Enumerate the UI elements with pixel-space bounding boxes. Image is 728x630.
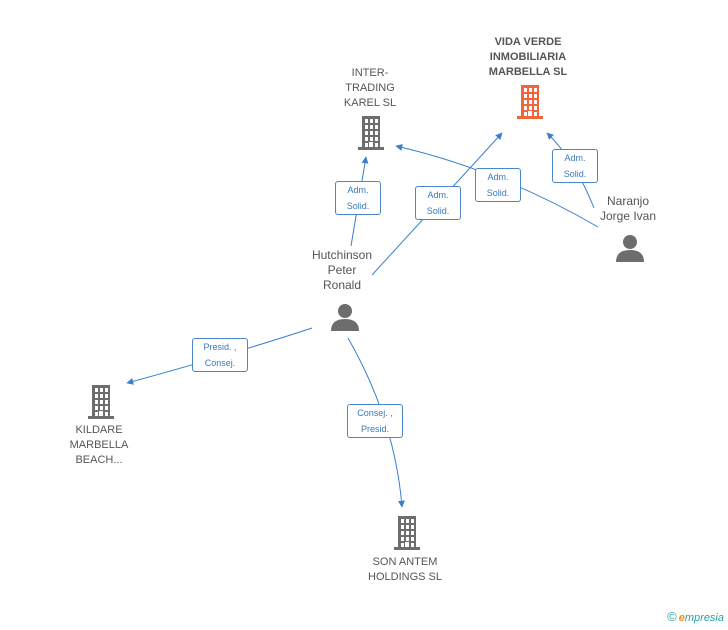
relation-text: Solid. <box>486 188 510 198</box>
company-label[interactable]: KILDARE MARBELLA BEACH... <box>54 423 144 468</box>
copyright-symbol: © <box>667 609 677 624</box>
relation-text: Solid. <box>426 206 450 216</box>
building-icon[interactable] <box>358 116 384 150</box>
label-line: KAREL SL <box>343 97 397 109</box>
relation-badge[interactable]: Adm. Solid. <box>475 168 521 202</box>
label-line: VIDA VERDE <box>494 36 562 48</box>
building-icon[interactable] <box>394 516 420 550</box>
label-line: SON ANTEM <box>372 556 438 568</box>
label-line: Jorge Ivan <box>599 209 657 223</box>
person-icon[interactable] <box>616 235 644 262</box>
relation-badge[interactable]: Adm. Solid. <box>552 149 598 183</box>
relation-text: Adm. <box>347 185 369 195</box>
relation-badge[interactable]: Presid. , Consej. <box>192 338 248 372</box>
label-line: BEACH... <box>75 454 123 466</box>
relation-text: Presid. <box>360 424 389 434</box>
label-line: KILDARE <box>75 424 123 436</box>
building-icon[interactable] <box>517 85 543 119</box>
company-label[interactable]: INTER- TRADING KAREL SL <box>325 66 415 111</box>
relation-text: Adm. <box>564 153 586 163</box>
relation-badge[interactable]: Consej. , Presid. <box>347 404 403 438</box>
empresia-logo: ©empresia <box>667 609 724 624</box>
person-icon[interactable] <box>331 304 359 331</box>
label-line: MARBELLA <box>69 439 129 451</box>
relation-badge[interactable]: Adm. Solid. <box>415 186 461 220</box>
label-line: TRADING <box>345 82 395 94</box>
label-line: Ronald <box>322 278 362 292</box>
relation-text: Adm. <box>427 190 449 200</box>
relation-text: Solid. <box>563 169 587 179</box>
company-label[interactable]: VIDA VERDE INMOBILIARIA MARBELLA SL <box>473 35 583 80</box>
relation-text: Consej. , <box>357 408 393 418</box>
label-line: MARBELLA SL <box>488 66 568 78</box>
label-line: Naranjo <box>606 194 650 208</box>
label-line: Peter <box>327 263 357 277</box>
logo-text: mpresia <box>684 612 724 624</box>
icons-layer <box>88 85 644 550</box>
building-icon[interactable] <box>88 385 114 419</box>
label-line: Hutchinson <box>311 248 373 262</box>
company-label[interactable]: SON ANTEM HOLDINGS SL <box>355 555 455 585</box>
label-line: INMOBILIARIA <box>489 51 567 63</box>
label-line: INTER- <box>351 67 389 79</box>
relation-badge[interactable]: Adm. Solid. <box>335 181 381 215</box>
relation-text: Consej. <box>204 358 236 368</box>
label-line: HOLDINGS SL <box>368 571 442 583</box>
relation-text: Presid. , <box>203 342 237 352</box>
relation-text: Solid. <box>346 201 370 211</box>
relation-text: Adm. <box>487 172 509 182</box>
logo-letter: e <box>678 612 685 624</box>
